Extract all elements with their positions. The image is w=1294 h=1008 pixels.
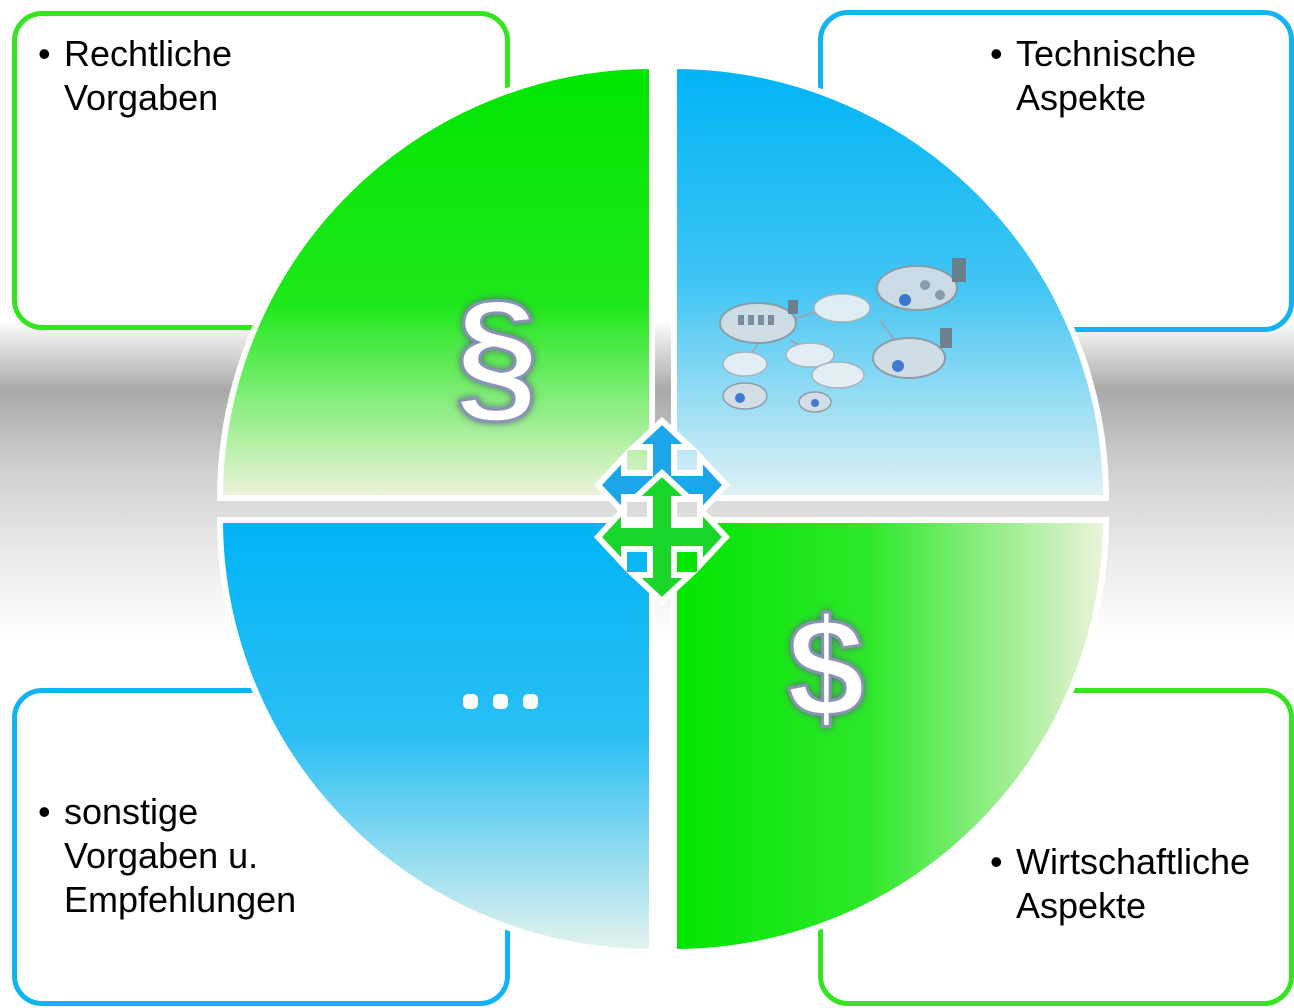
- label-wirtschaftliche-aspekte: • Wirtschaftliche Aspekte: [990, 840, 1251, 928]
- quadrant-bottom-right: [671, 517, 1110, 956]
- label-line: Vorgaben: [64, 77, 219, 118]
- dollar-icon: $: [787, 589, 865, 746]
- ellipsis-icon: [463, 694, 538, 709]
- label-line: sonstige: [64, 791, 199, 832]
- quadrant-bottom-left: [216, 517, 655, 956]
- label-line: Vorgaben u.: [64, 835, 259, 876]
- bullet: •: [38, 791, 51, 832]
- label-sonstige-vorgaben: • sonstige Vorgaben u. Empfehlungen: [38, 790, 297, 922]
- label-line: Rechtliche: [64, 33, 233, 74]
- label-line: Technische: [1016, 33, 1197, 74]
- bullet: •: [38, 33, 51, 74]
- bullet: •: [990, 33, 1003, 74]
- label-line: Aspekte: [1016, 77, 1147, 118]
- label-line: Aspekte: [1016, 885, 1147, 926]
- label-line: Wirtschaftliche: [1016, 841, 1251, 882]
- label-technische-aspekte: • Technische Aspekte: [990, 32, 1197, 120]
- bullet: •: [990, 841, 1003, 882]
- label-line: Empfehlungen: [64, 879, 297, 920]
- paragraph-icon: §: [455, 269, 538, 437]
- network-diagram-icon: [719, 258, 966, 413]
- four-way-arrow-green-icon: [593, 468, 731, 606]
- quadrant-top-left: [216, 62, 655, 501]
- label-rechtliche-vorgaben: • Rechtliche Vorgaben: [38, 32, 233, 120]
